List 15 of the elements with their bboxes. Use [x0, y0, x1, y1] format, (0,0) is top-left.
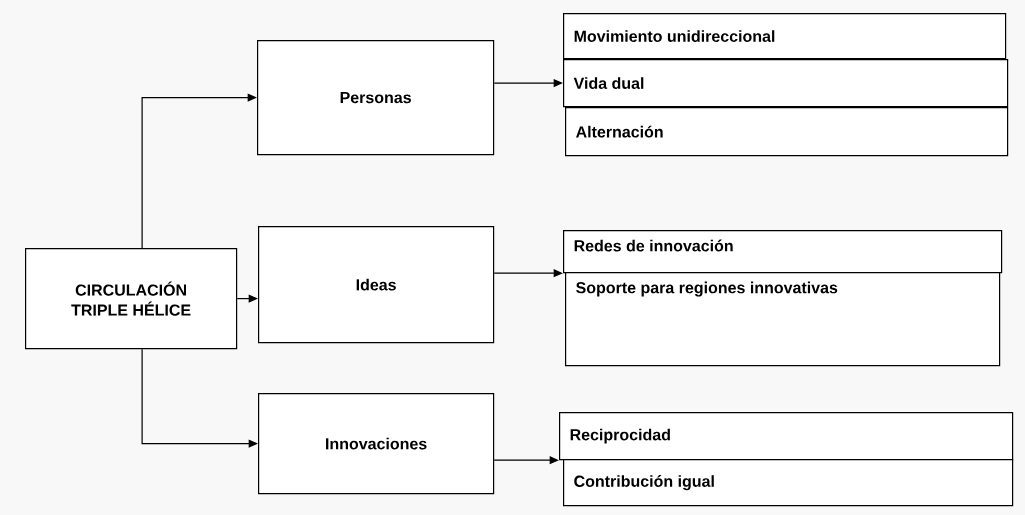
item-box: Vida dual: [563, 59, 1009, 108]
arrow: [493, 269, 563, 278]
root-box: CIRCULACIÓN TRIPLE HÉLICE: [25, 248, 238, 350]
item-box: Contribución igual: [563, 459, 1014, 507]
item-box: Reciprocidad: [559, 412, 1014, 461]
arrow: [236, 294, 258, 303]
arrow: [141, 348, 258, 448]
category-box: Innovaciones: [258, 393, 495, 495]
category-box: Ideas: [258, 226, 495, 344]
category-box: Personas: [257, 40, 495, 156]
item-box: Movimiento unidireccional: [563, 13, 1007, 60]
item-box: Redes de innovación: [563, 230, 1003, 274]
arrow: [141, 93, 257, 249]
arrow: [493, 456, 559, 465]
item-box: Alternación: [565, 107, 1009, 157]
